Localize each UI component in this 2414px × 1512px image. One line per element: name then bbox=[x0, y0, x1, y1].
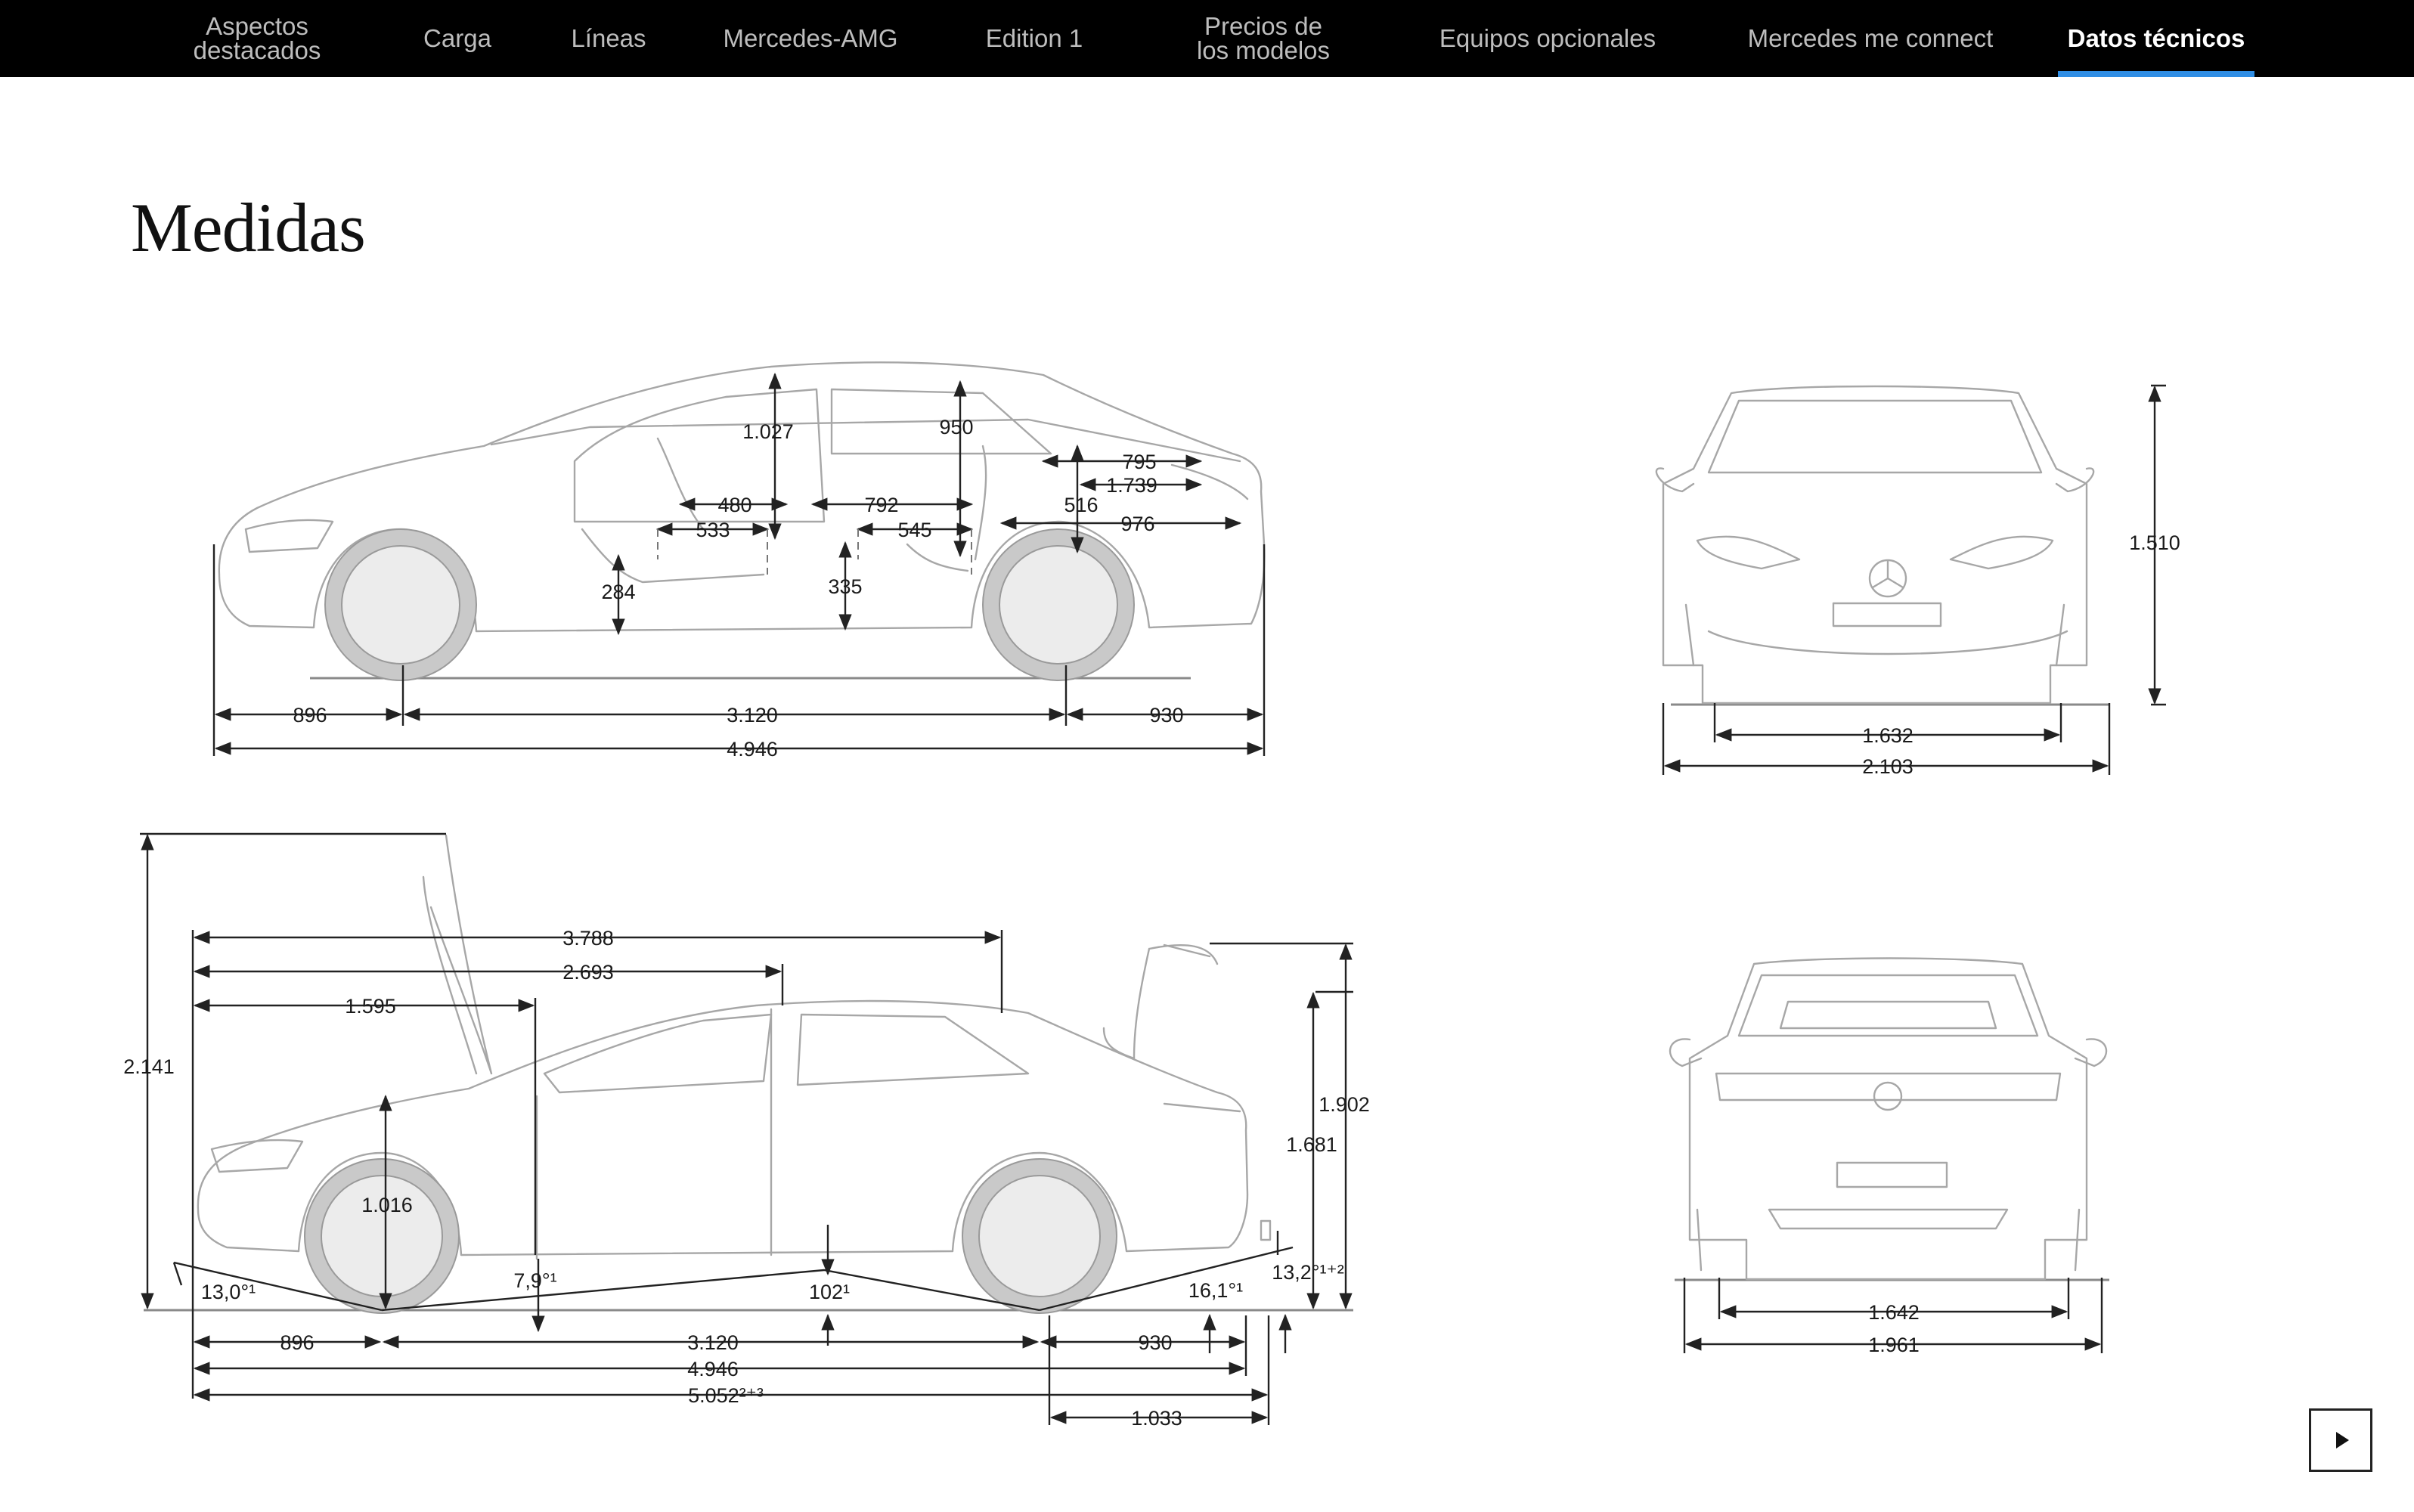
front-legroom-label: 533 bbox=[696, 519, 730, 541]
height-label: 1.510 bbox=[2129, 531, 2180, 554]
nav-label: Edition 1 bbox=[985, 24, 1083, 52]
nav-label: Precios de los modelos bbox=[1196, 12, 1331, 64]
ground-front-label: 1.016 bbox=[361, 1194, 413, 1216]
front-track-label: 1.632 bbox=[1862, 724, 1914, 747]
length-to-a-pillar-label: 1.595 bbox=[345, 995, 396, 1018]
nav-item-equipos-opcionales[interactable]: Equipos opcionales bbox=[1421, 0, 1674, 77]
rear-knee-label: 792 bbox=[864, 494, 898, 516]
headroom-front-label: 1.027 bbox=[742, 420, 794, 443]
nav-item-datos-tecnicos[interactable]: Datos técnicos bbox=[2058, 0, 2254, 77]
front-seat-depth-label: 480 bbox=[717, 494, 751, 516]
side-exterior-dimension-labels: 2.141 3.788 2.693 1.595 1.902 1.681 1.01… bbox=[123, 927, 1370, 1430]
length-to-b-pillar-label: 2.693 bbox=[562, 961, 614, 984]
trunk-upper-label: 795 bbox=[1122, 451, 1156, 473]
rear-view-car-drawing bbox=[1669, 957, 2109, 1281]
front-view-dimension-labels: 1.510 1.632 2.103 bbox=[1862, 531, 2180, 778]
next-slide-button[interactable] bbox=[2309, 1408, 2372, 1472]
ramp-angle-label: 7,9°¹ bbox=[513, 1269, 556, 1292]
length-label: 4.946 bbox=[727, 738, 778, 761]
rear-seat-height-label: 335 bbox=[828, 575, 862, 598]
trunk-depth-label: 516 bbox=[1064, 494, 1098, 516]
length-with-hitch-label: 5.052²⁺³ bbox=[688, 1384, 764, 1407]
page-title: Medidas bbox=[131, 189, 366, 266]
rear-view-dimension-labels: 1.642 1.961 bbox=[1868, 1301, 1920, 1356]
side-exterior-car-drawing bbox=[144, 834, 1353, 1314]
height-hood-open-label: 2.141 bbox=[123, 1055, 175, 1078]
nav-label: Mercedes me connect bbox=[1747, 24, 1994, 52]
nav-label: Equipos opcionales bbox=[1439, 24, 1656, 52]
front-seat-height-label: 284 bbox=[601, 581, 635, 603]
wheelbase-label: 3.120 bbox=[727, 704, 778, 727]
trunk-length-label: 976 bbox=[1120, 513, 1154, 535]
height-trunk-open-label: 1.902 bbox=[1319, 1093, 1370, 1116]
nav-label: Mercedes-AMG bbox=[723, 24, 898, 52]
rear-overhang-label: 930 bbox=[1138, 1331, 1172, 1354]
length-label: 4.946 bbox=[687, 1358, 739, 1380]
nav-item-edition-1[interactable]: Edition 1 bbox=[963, 0, 1105, 77]
nav-item-carga[interactable]: Carga bbox=[401, 0, 514, 77]
front-overhang-label: 896 bbox=[280, 1331, 314, 1354]
departure-angle-label: 16,1°¹ bbox=[1188, 1279, 1243, 1302]
front-view-car-drawing bbox=[1655, 385, 2109, 706]
side-interior-car-drawing bbox=[218, 361, 1266, 681]
side-interior-dimension-labels: 896 3.120 930 4.946 1.027 950 795 1.739 … bbox=[293, 416, 1183, 761]
rear-view-dimension-lines bbox=[1683, 1278, 2103, 1353]
length-to-trunk-lid-label: 3.788 bbox=[562, 927, 614, 950]
headroom-rear-label: 950 bbox=[939, 416, 973, 438]
nav-item-aspectos-destacados[interactable]: Aspectos destacados bbox=[165, 0, 349, 77]
front-overhang-label: 896 bbox=[293, 704, 327, 727]
nav-label: Carga bbox=[423, 24, 491, 52]
rear-open-length-label: 1.033 bbox=[1131, 1407, 1182, 1430]
rear-seat-depth-label: 545 bbox=[897, 519, 931, 541]
body-width-label: 1.961 bbox=[1868, 1334, 1920, 1356]
ground-clearance-label: 102¹ bbox=[809, 1281, 850, 1303]
nav-label: Datos técnicos bbox=[2067, 24, 2245, 52]
rear-track-label: 1.642 bbox=[1868, 1301, 1920, 1324]
approach-angle-label: 13,0°¹ bbox=[201, 1281, 256, 1303]
play-icon bbox=[2336, 1432, 2349, 1448]
side-interior-dimension-lines bbox=[212, 372, 1266, 756]
nav-label: Aspectos destacados bbox=[193, 12, 321, 64]
top-navigation: Aspectos destacados Carga Líneas Mercede… bbox=[0, 0, 2414, 77]
wheelbase-label: 3.120 bbox=[687, 1331, 739, 1354]
nav-item-mercedes-amg[interactable]: Mercedes-AMG bbox=[703, 0, 918, 77]
active-tab-indicator bbox=[2058, 71, 2254, 77]
rear-overhang-label: 930 bbox=[1149, 704, 1183, 727]
trunk-angle-label: 13,2°¹⁺² bbox=[1272, 1261, 1344, 1284]
nav-label: Líneas bbox=[571, 24, 646, 52]
height-trunk-edge-label: 1.681 bbox=[1286, 1133, 1337, 1156]
nav-item-lineas[interactable]: Líneas bbox=[550, 0, 667, 77]
nav-item-mercedes-me-connect[interactable]: Mercedes me connect bbox=[1725, 0, 2016, 77]
width-mirrors-label: 2.103 bbox=[1862, 755, 1914, 778]
nav-item-precios-modelos[interactable]: Precios de los modelos bbox=[1161, 0, 1365, 77]
interior-width-label: 1.739 bbox=[1106, 474, 1157, 497]
side-exterior-dimension-lines bbox=[140, 832, 1353, 1425]
front-view-dimension-lines bbox=[1662, 384, 2166, 775]
